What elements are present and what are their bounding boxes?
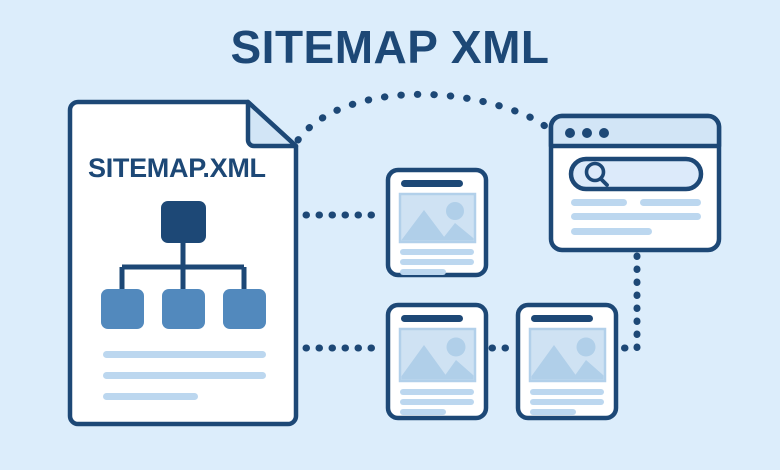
tree-child-node-3 — [223, 289, 266, 329]
page-card-text-line — [400, 249, 474, 255]
image-placeholder-icon — [398, 192, 477, 244]
document-label: SITEMAP.XML — [88, 153, 266, 183]
tree-root-node — [161, 201, 206, 243]
image-placeholder-icon — [398, 327, 477, 383]
document-text-line — [103, 351, 266, 358]
browser-result-lines — [571, 199, 701, 235]
browser-result-line — [571, 213, 701, 220]
search-input[interactable] — [568, 156, 704, 192]
page-card-header-bar — [531, 315, 593, 322]
search-icon — [584, 161, 609, 187]
page-card-text-line — [400, 269, 446, 275]
tree-connector-lines — [119, 240, 247, 292]
page-card-header-bar — [401, 180, 463, 187]
page-card-top — [385, 167, 489, 278]
tree-child-node-1 — [101, 289, 144, 329]
page-card-header-bar — [401, 315, 463, 322]
browser-dot-icon — [565, 128, 575, 138]
browser-dot-icon — [599, 128, 609, 138]
browser-dot-icon — [582, 128, 592, 138]
page-title: SITEMAP XML — [230, 21, 549, 73]
connector-browser-to-page-bottom-right — [618, 252, 641, 352]
page-card-text-line — [530, 389, 604, 395]
browser-result-line — [571, 199, 627, 206]
browser-titlebar — [548, 113, 722, 149]
page-card-text-line — [400, 399, 474, 405]
connectors — [294, 90, 641, 352]
page-card-bottom-right — [515, 302, 619, 421]
page-card-text-line — [530, 409, 576, 415]
browser-result-line — [571, 228, 652, 235]
page-card-text-line — [530, 399, 604, 405]
document-text-line — [103, 372, 266, 379]
document-text-line — [103, 393, 198, 400]
sitemap-xml-document: SITEMAP.XML — [67, 99, 299, 427]
page-card-bottom-left — [385, 302, 489, 421]
sitemap-hierarchy-tree — [101, 201, 266, 329]
page-card-text-line — [400, 409, 446, 415]
page-card-text-line — [400, 389, 474, 395]
tree-child-node-2 — [162, 289, 205, 329]
document-folded-corner-icon — [245, 99, 299, 149]
image-placeholder-icon — [528, 327, 607, 383]
search-engine-browser-window — [548, 113, 722, 253]
document-text-lines — [103, 351, 266, 400]
browser-result-line — [640, 199, 701, 206]
page-card-text-line — [400, 259, 474, 265]
